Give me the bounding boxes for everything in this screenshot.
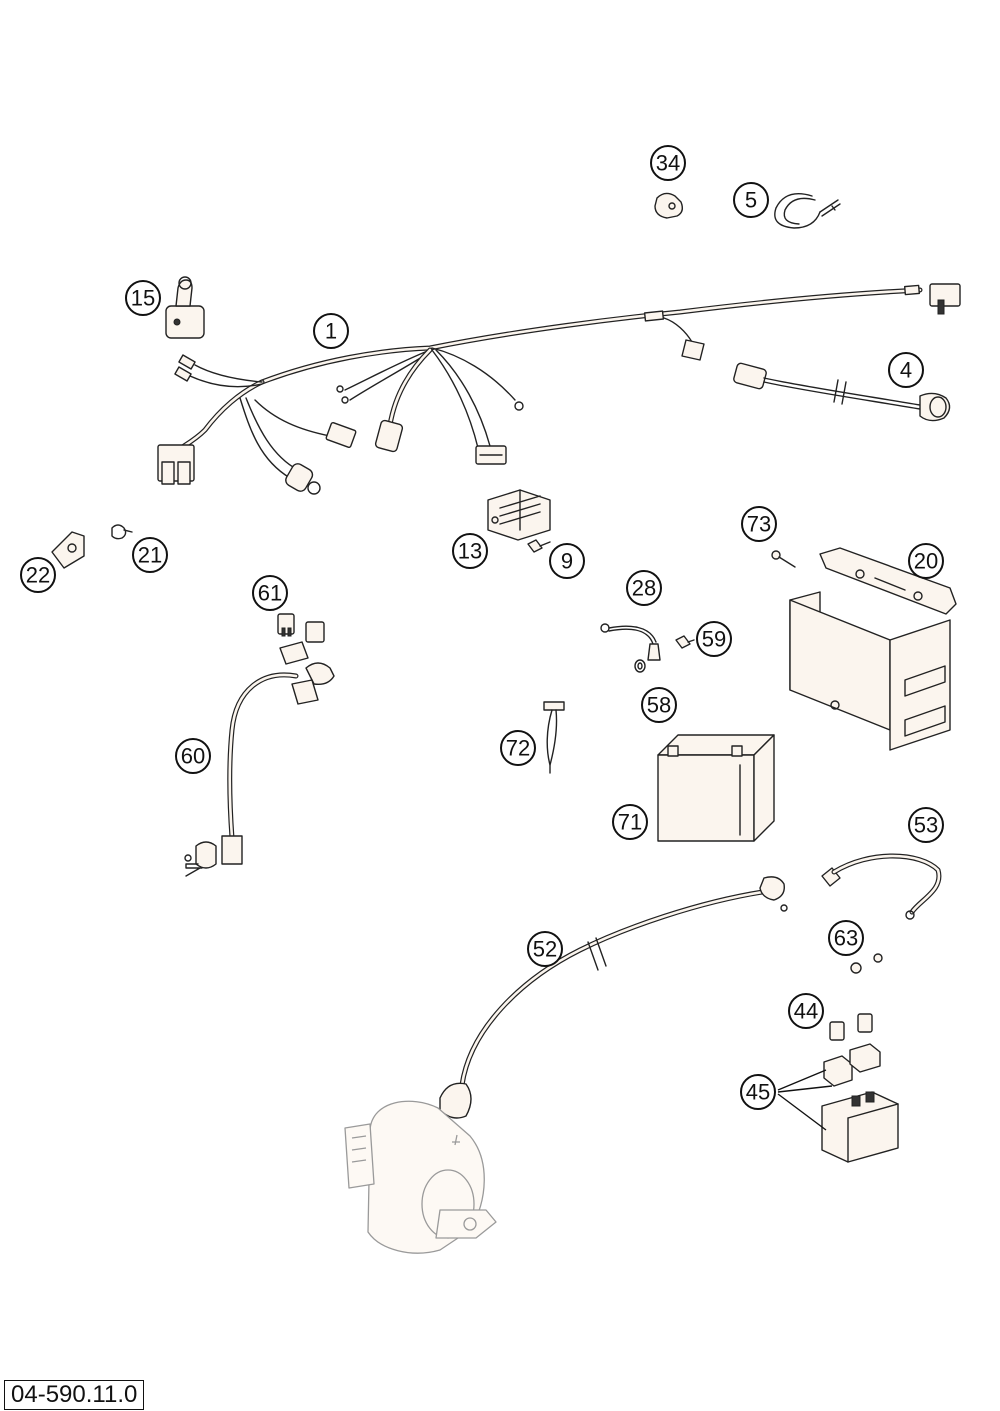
callout: 61 xyxy=(252,575,288,611)
callout-label: 34 xyxy=(656,151,680,176)
callout-label: 15 xyxy=(131,286,155,311)
callout: 20 xyxy=(908,543,944,579)
part-fuses-44 xyxy=(829,1013,873,1041)
part-sensor-cable xyxy=(733,362,951,422)
callout: 13 xyxy=(452,533,488,569)
callout: 1 xyxy=(313,313,349,349)
callout: 45 xyxy=(740,1074,776,1110)
callout: 28 xyxy=(626,570,662,606)
callout-label: 52 xyxy=(533,937,557,962)
part-screw-59 xyxy=(675,635,695,649)
callout-label: 72 xyxy=(506,736,530,761)
part-washer xyxy=(634,659,646,673)
callout: 9 xyxy=(549,543,585,579)
drawing-number: 04-590.11.0 xyxy=(4,1380,145,1410)
callout-label: 9 xyxy=(561,549,573,574)
part-clip xyxy=(654,192,684,219)
part-ground-lead xyxy=(600,623,661,661)
callout-label: 1 xyxy=(325,319,337,344)
callout-label: 61 xyxy=(258,581,282,606)
callout-label: 21 xyxy=(138,543,162,568)
callout-label: 28 xyxy=(632,576,656,601)
part-screws-63 xyxy=(850,953,883,974)
callout-label: 63 xyxy=(834,926,858,951)
callout-label: 4 xyxy=(900,358,912,383)
callout-label: 58 xyxy=(647,693,671,718)
callout: 21 xyxy=(132,537,168,573)
callout-label: 5 xyxy=(745,188,757,213)
part-starter-motor xyxy=(344,1100,497,1254)
callout: 63 xyxy=(828,920,864,956)
part-screw-9 xyxy=(527,539,551,553)
callout: 34 xyxy=(650,145,686,181)
callout-label: 60 xyxy=(181,744,205,769)
part-starter-cable xyxy=(439,876,788,1119)
callout: 73 xyxy=(741,506,777,542)
part-battery-cable-53 xyxy=(821,853,942,920)
part-clip-21 xyxy=(111,524,133,540)
callout-label: 53 xyxy=(914,813,938,838)
part-starter-relay xyxy=(821,1043,899,1163)
callout-label: 13 xyxy=(458,539,482,564)
part-kill-switch xyxy=(165,276,205,339)
callout-label: 44 xyxy=(794,999,818,1024)
callout: 58 xyxy=(641,687,677,723)
callout: 53 xyxy=(908,807,944,843)
part-cable-tie xyxy=(774,193,841,229)
part-main-wiring-harness xyxy=(157,283,961,495)
callout: 71 xyxy=(612,804,648,840)
part-battery xyxy=(657,734,775,842)
callout: 15 xyxy=(125,280,161,316)
part-voltage-regulator xyxy=(487,489,551,541)
part-fuse-harness xyxy=(184,621,335,877)
callout: 22 xyxy=(20,557,56,593)
part-fuse-61 xyxy=(277,613,295,637)
part-battery-holder xyxy=(789,547,957,751)
callout: 59 xyxy=(696,621,732,657)
callout-label: 73 xyxy=(747,512,771,537)
callout-label: 22 xyxy=(26,563,50,588)
callout: 60 xyxy=(175,738,211,774)
callout-label: 45 xyxy=(746,1080,770,1105)
part-screw-73 xyxy=(771,550,796,568)
callout-label: 59 xyxy=(702,627,726,652)
callout: 72 xyxy=(500,730,536,766)
callout: 44 xyxy=(788,993,824,1029)
part-bracket xyxy=(51,531,85,569)
part-battery-strap xyxy=(543,701,565,774)
callout: 52 xyxy=(527,931,563,967)
callout-label: 20 xyxy=(914,549,938,574)
callout: 4 xyxy=(888,352,924,388)
callout-label: 71 xyxy=(618,810,642,835)
callout: 5 xyxy=(733,182,769,218)
